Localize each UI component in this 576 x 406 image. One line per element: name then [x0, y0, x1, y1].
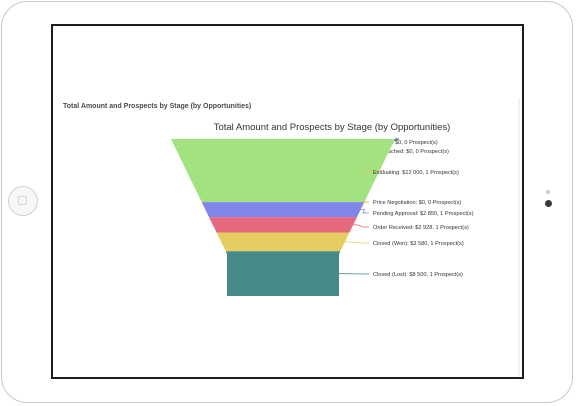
tablet-screen: Total Amount and Prospects by Stage (by … — [51, 24, 524, 379]
sensor-dot — [546, 190, 550, 194]
connector-evaluating — [362, 170, 384, 173]
funnel-segment-evaluating[interactable] — [171, 139, 395, 203]
widget-title: Total Amount and Prospects by Stage (by … — [63, 103, 252, 110]
funnel-segment-closed-lost[interactable] — [225, 251, 341, 296]
camera-dot — [545, 200, 552, 207]
stage-label-pending-approval: Pending Approval: $2 850, 1 Prospect(s) — [373, 211, 474, 217]
connector-order-received — [353, 224, 369, 228]
stage-label-enquiry: Enquiry: $0, 0 Prospect(s) — [373, 140, 438, 146]
funnel-segment-pending-approval[interactable] — [201, 202, 365, 218]
stage-label-closed-won: Closed (Won): $3 580, 1 Prospect(s) — [373, 241, 464, 247]
connector-closed-won — [344, 241, 369, 244]
stage-label-closed-lost: Closed (Lost): $8 500, 1 Prospect(s) — [373, 272, 463, 278]
funnel-chart: Total Amount and Prospects by Stage (by … — [171, 98, 520, 377]
stage-label-approached: Approached: $0, 0 Prospect(s) — [373, 149, 449, 155]
stage-label-price-negotiation: Price Negotiation: $0, 0 Prospect(s) — [373, 200, 461, 206]
funnel-segment-closed-won[interactable] — [216, 232, 350, 252]
home-square-icon — [18, 196, 27, 205]
connector-pending-approval — [360, 209, 369, 214]
chart-title: Total Amount and Prospects by Stage (by … — [214, 122, 451, 133]
stage-label-order-received: Order Received: $2 928, 1 Prospect(s) — [373, 225, 469, 231]
funnel-segment-order-received[interactable] — [209, 217, 357, 233]
stage-label-evaluating: Evaluating: $12 000, 1 Prospect(s) — [373, 170, 459, 176]
home-button[interactable] — [8, 186, 38, 216]
